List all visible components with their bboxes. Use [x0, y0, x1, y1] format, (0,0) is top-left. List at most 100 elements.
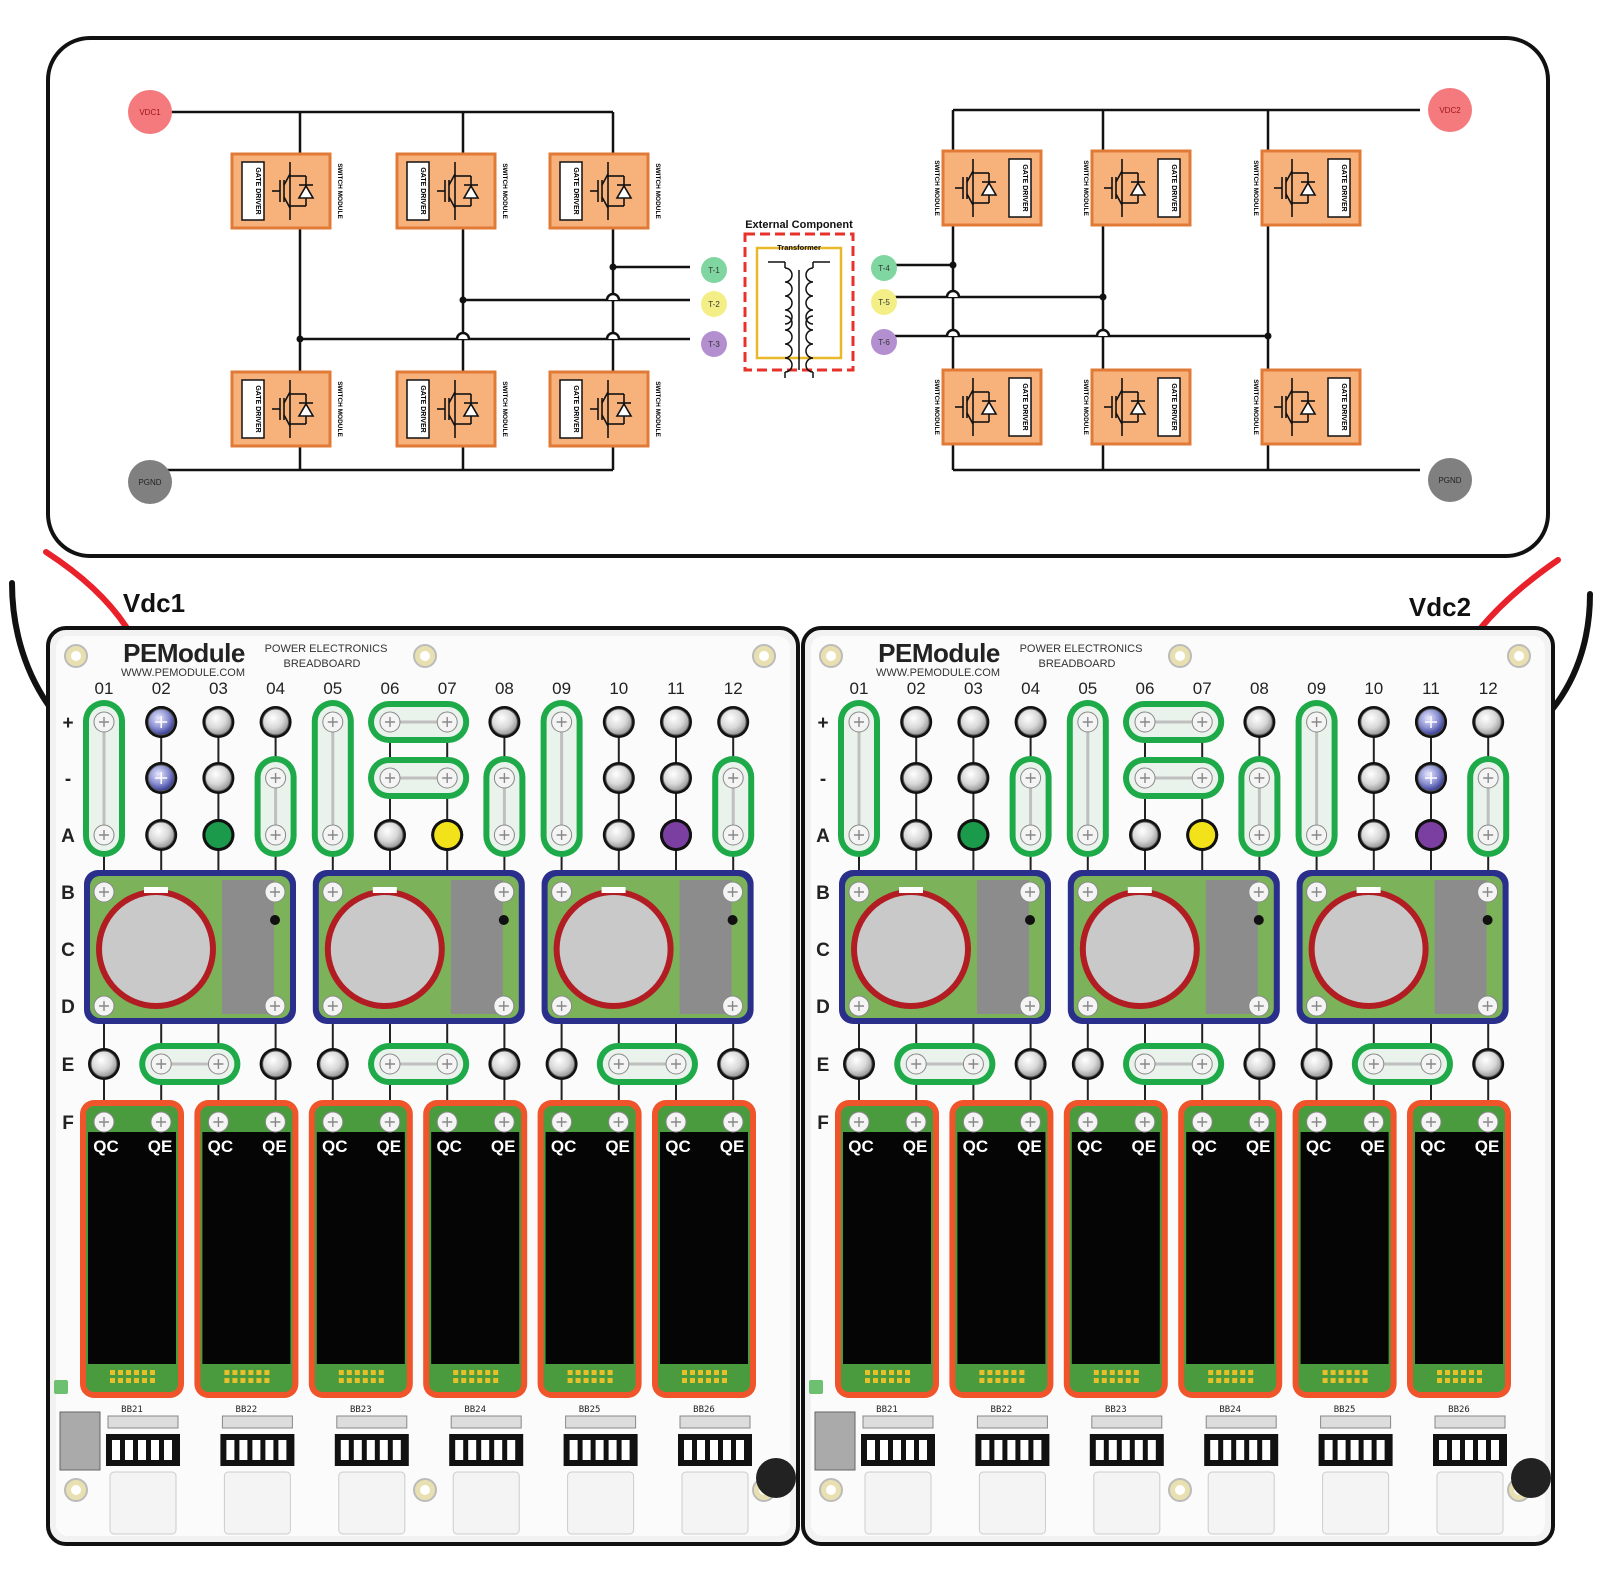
igbt-collector	[601, 173, 609, 186]
column-label: 05	[1078, 679, 1097, 698]
polarity-mark	[1025, 915, 1035, 925]
peg	[262, 1050, 290, 1078]
connector-pin-label-block	[697, 1440, 705, 1460]
mounting-hole-center	[826, 651, 836, 661]
header-pin	[682, 1370, 687, 1375]
polarity-mark	[1253, 915, 1264, 925]
header-pin	[110, 1370, 115, 1375]
diode-icon	[980, 400, 998, 415]
screw-cross-icon	[270, 887, 280, 897]
switch-card-body	[1071, 1132, 1160, 1364]
connector-pin-label-block	[392, 1440, 401, 1460]
connector-label: BB21	[876, 1405, 898, 1415]
gate-driver-box	[1327, 158, 1351, 218]
connector-header	[221, 1415, 293, 1429]
row-label: +	[817, 713, 828, 734]
capacitor-module	[839, 870, 1051, 1024]
connector-pin-label-block	[608, 1440, 617, 1460]
peg	[959, 764, 987, 792]
header-pin	[1445, 1378, 1450, 1383]
connector-pin-label-block	[595, 1440, 604, 1460]
header-pin	[118, 1370, 123, 1375]
qc-pin-label: QC	[963, 1137, 989, 1156]
column-label: 04	[266, 679, 285, 698]
peg	[490, 1050, 518, 1078]
connector-header	[1091, 1415, 1163, 1429]
switch-module-label: SWITCH MODULE	[1082, 379, 1089, 435]
peg	[1303, 1050, 1331, 1078]
header-pin	[110, 1378, 115, 1383]
polarity-mark	[498, 915, 509, 925]
screw-cross-icon	[1483, 773, 1494, 783]
header-pin	[1003, 1370, 1009, 1375]
header-pin	[1232, 1378, 1238, 1383]
peg	[1245, 1050, 1273, 1078]
header-pin	[722, 1370, 727, 1375]
header-pin	[682, 1378, 687, 1383]
connector-pin-label-block	[455, 1440, 464, 1460]
connector-label: BB25	[1334, 1405, 1356, 1415]
header-pin	[240, 1378, 246, 1383]
header-pin	[469, 1378, 475, 1383]
header-pin	[134, 1378, 139, 1383]
header-pin	[354, 1378, 360, 1383]
header-pin	[485, 1378, 491, 1383]
vdc1-rail-dot	[128, 90, 172, 134]
screw-cross-icon	[99, 717, 109, 727]
header-pin	[1354, 1370, 1360, 1375]
connector-pin-label-block	[1147, 1440, 1156, 1460]
connector-header	[107, 1415, 179, 1429]
junction-dot	[949, 261, 957, 269]
rj45-jack	[223, 1471, 291, 1535]
connector-header	[862, 1415, 934, 1429]
header-pin	[248, 1370, 254, 1375]
igbt-collector	[283, 391, 291, 404]
screw-cross-icon	[727, 1001, 738, 1011]
igbt-icon	[590, 380, 633, 438]
screw-cross-icon	[556, 887, 567, 897]
screw-cross-icon	[1139, 1117, 1150, 1127]
terminal: T-4	[871, 255, 897, 281]
screw-cross-icon	[854, 717, 864, 727]
header-pin	[987, 1370, 993, 1375]
connector-pin-label-block	[867, 1440, 875, 1460]
header-pin	[567, 1370, 573, 1375]
header-pin	[469, 1370, 475, 1375]
side-capacitor	[756, 1458, 796, 1498]
header-pin	[1248, 1378, 1254, 1383]
header-pin	[1469, 1378, 1474, 1383]
header-pin	[370, 1370, 376, 1375]
connector-label: BB23	[1105, 1405, 1127, 1415]
screw-cross-icon	[499, 1117, 510, 1127]
connector-label: BB22	[236, 1405, 258, 1415]
connector-label: BB25	[579, 1405, 601, 1415]
vdc1-label: Vdc1	[123, 588, 185, 618]
vdc1-rail: VDC1	[128, 90, 172, 134]
connector-header	[679, 1415, 751, 1429]
gate-driver-box	[559, 161, 583, 221]
phase-dot	[1189, 822, 1216, 848]
rj45-jack	[681, 1471, 749, 1535]
supply-pegs	[145, 706, 1447, 794]
header-pin	[1125, 1370, 1131, 1375]
igbt-emitter	[1115, 412, 1123, 425]
rj45-jack	[1322, 1471, 1390, 1535]
switch-card-body	[843, 1132, 931, 1364]
peg	[1474, 1050, 1502, 1078]
header-pin	[1354, 1378, 1360, 1383]
rj45-jack	[338, 1471, 406, 1535]
connector-pin-label-block	[736, 1440, 744, 1460]
switch-card-body	[1415, 1132, 1503, 1364]
capacitor-module	[84, 870, 296, 1024]
side-regulator	[814, 1411, 856, 1471]
terminal: T-1	[701, 257, 727, 283]
gate-driver-label: GATE DRIVER	[254, 385, 261, 432]
brand-logo: PEModule	[878, 638, 1000, 668]
screw-cross-icon	[1140, 773, 1150, 783]
